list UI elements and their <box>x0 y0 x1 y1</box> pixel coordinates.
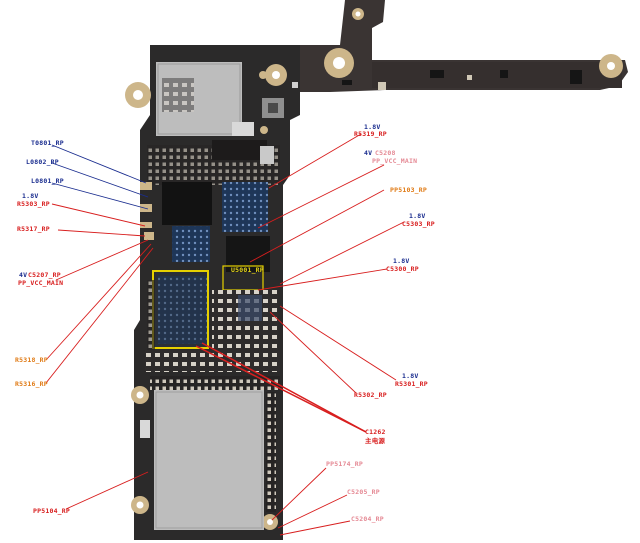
label-r5316: R5316_RP <box>15 380 48 388</box>
label-c5208-voltage: 4V <box>364 149 372 157</box>
label-c5208: C5208 <box>375 149 396 157</box>
label-r5303-voltage: 1.8V <box>22 192 38 200</box>
label-pp-vcc-main-left: PP_VCC_MAIN <box>18 279 63 287</box>
label-r5303: R5303_RP <box>17 200 50 208</box>
label-c5204: C5204_RP <box>351 515 384 523</box>
shield-bottom <box>154 390 264 530</box>
label-r5319-voltage: 1.8V <box>364 123 380 131</box>
label-r5318: R5318_RP <box>15 356 48 364</box>
label-r5301: R5301_RP <box>395 380 428 388</box>
chip-pmu <box>162 182 212 225</box>
labels: T0801_RP L0802_RP L0801_RP 1.8V R5303_RP… <box>15 123 435 523</box>
chip-blue-upper <box>222 182 268 232</box>
label-c5300: C5300_RP <box>386 265 419 273</box>
label-pp-vcc-main-right: PP_VCC_MAIN <box>372 157 417 165</box>
label-pp5104: PP5104_RP <box>33 507 70 515</box>
label-r5319: R5319_RP <box>354 130 387 138</box>
label-r5302: R5302_RP <box>354 391 387 399</box>
label-t0801: T0801_RP <box>31 139 64 147</box>
label-l0801: L0801_RP <box>31 177 64 185</box>
label-u5001: U5001_RP <box>231 266 264 274</box>
label-c1262-note: 主电源 <box>365 436 385 445</box>
label-r5301-voltage: 1.8V <box>402 372 418 380</box>
label-c1262: C1262 <box>365 428 386 436</box>
label-c5205: C5205_RP <box>347 488 380 496</box>
chip-blue-mid <box>172 226 210 262</box>
label-c5303: C5303_RP <box>402 220 435 228</box>
logic-board <box>125 45 300 540</box>
label-c5303-voltage: 1.8V <box>409 212 425 220</box>
leader-lines <box>45 133 405 536</box>
label-c5300-voltage: 1.8V <box>393 257 409 265</box>
label-pp5103: PP5103_RP <box>390 186 427 194</box>
label-l0802: L0802_RP <box>26 158 59 166</box>
label-c5207: C5207_RP <box>28 271 61 279</box>
label-pp5174: PP5174_RP <box>326 460 363 468</box>
label-r5317: R5317_RP <box>17 225 50 233</box>
label-c5207-voltage: 4V <box>19 271 27 279</box>
flex-cable <box>300 0 628 92</box>
